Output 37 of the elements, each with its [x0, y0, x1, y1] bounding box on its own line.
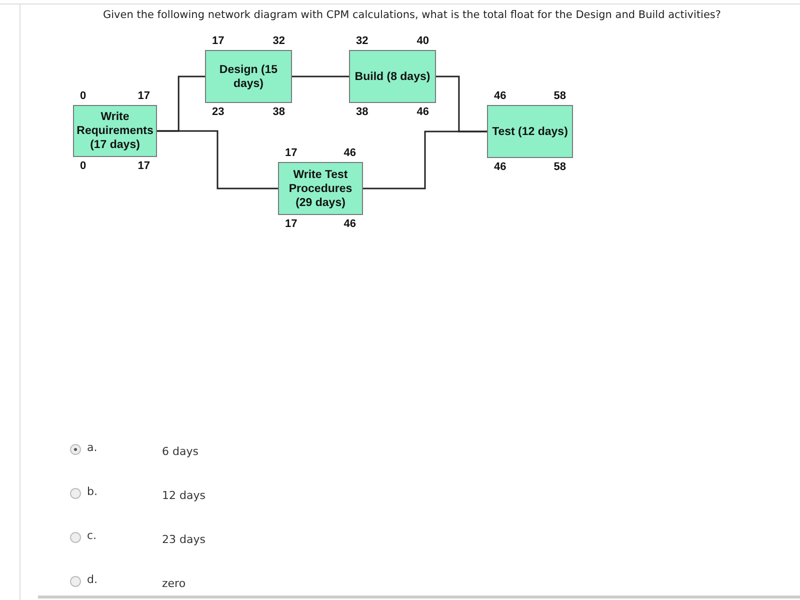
connector-line — [157, 130, 278, 190]
early-time: 32 — [272, 35, 285, 47]
early-time: 40 — [416, 35, 429, 47]
option-text: 6 days — [162, 445, 198, 458]
option-letter: b. — [87, 485, 98, 498]
early-time: 58 — [554, 90, 566, 102]
late-time: 17 — [138, 160, 150, 172]
early-time: 46 — [494, 90, 506, 102]
early-time: 46 — [344, 147, 356, 159]
late-time: 23 — [212, 106, 224, 118]
early-time: 17 — [285, 147, 298, 159]
late-time: 58 — [554, 161, 566, 173]
connector-line — [291, 76, 349, 78]
late-time: 0 — [80, 160, 86, 172]
option-letter: c. — [87, 529, 97, 542]
activity-label: Design (15 days) — [218, 62, 279, 90]
option-text: 12 days — [162, 489, 206, 502]
late-time: 46 — [494, 161, 506, 173]
early-time: 17 — [138, 90, 150, 102]
activity-label: Test (12 days) — [492, 124, 568, 138]
activity-label: Build (8 days) — [354, 70, 430, 84]
option-text: 23 days — [162, 533, 206, 546]
question-text: Given the following network diagram with CPM calculations, what is the total float for the Design and Build activities? — [103, 9, 721, 21]
connector-line — [363, 130, 487, 190]
early-time: 17 — [212, 35, 224, 47]
late-time: 46 — [344, 218, 356, 230]
option-letter: d. — [87, 573, 98, 586]
late-time: 46 — [416, 106, 429, 118]
early-time: 32 — [356, 35, 368, 47]
late-time: 38 — [356, 106, 368, 118]
activity-label: Write Requirements (17 days) — [76, 110, 154, 152]
late-time: 17 — [285, 218, 298, 230]
early-time: 0 — [80, 90, 86, 102]
activity-label: Write Test Procedures (29 days) — [288, 168, 354, 210]
option-letter: a. — [87, 441, 98, 454]
late-time: 38 — [272, 106, 285, 118]
option-text: zero — [162, 577, 186, 590]
